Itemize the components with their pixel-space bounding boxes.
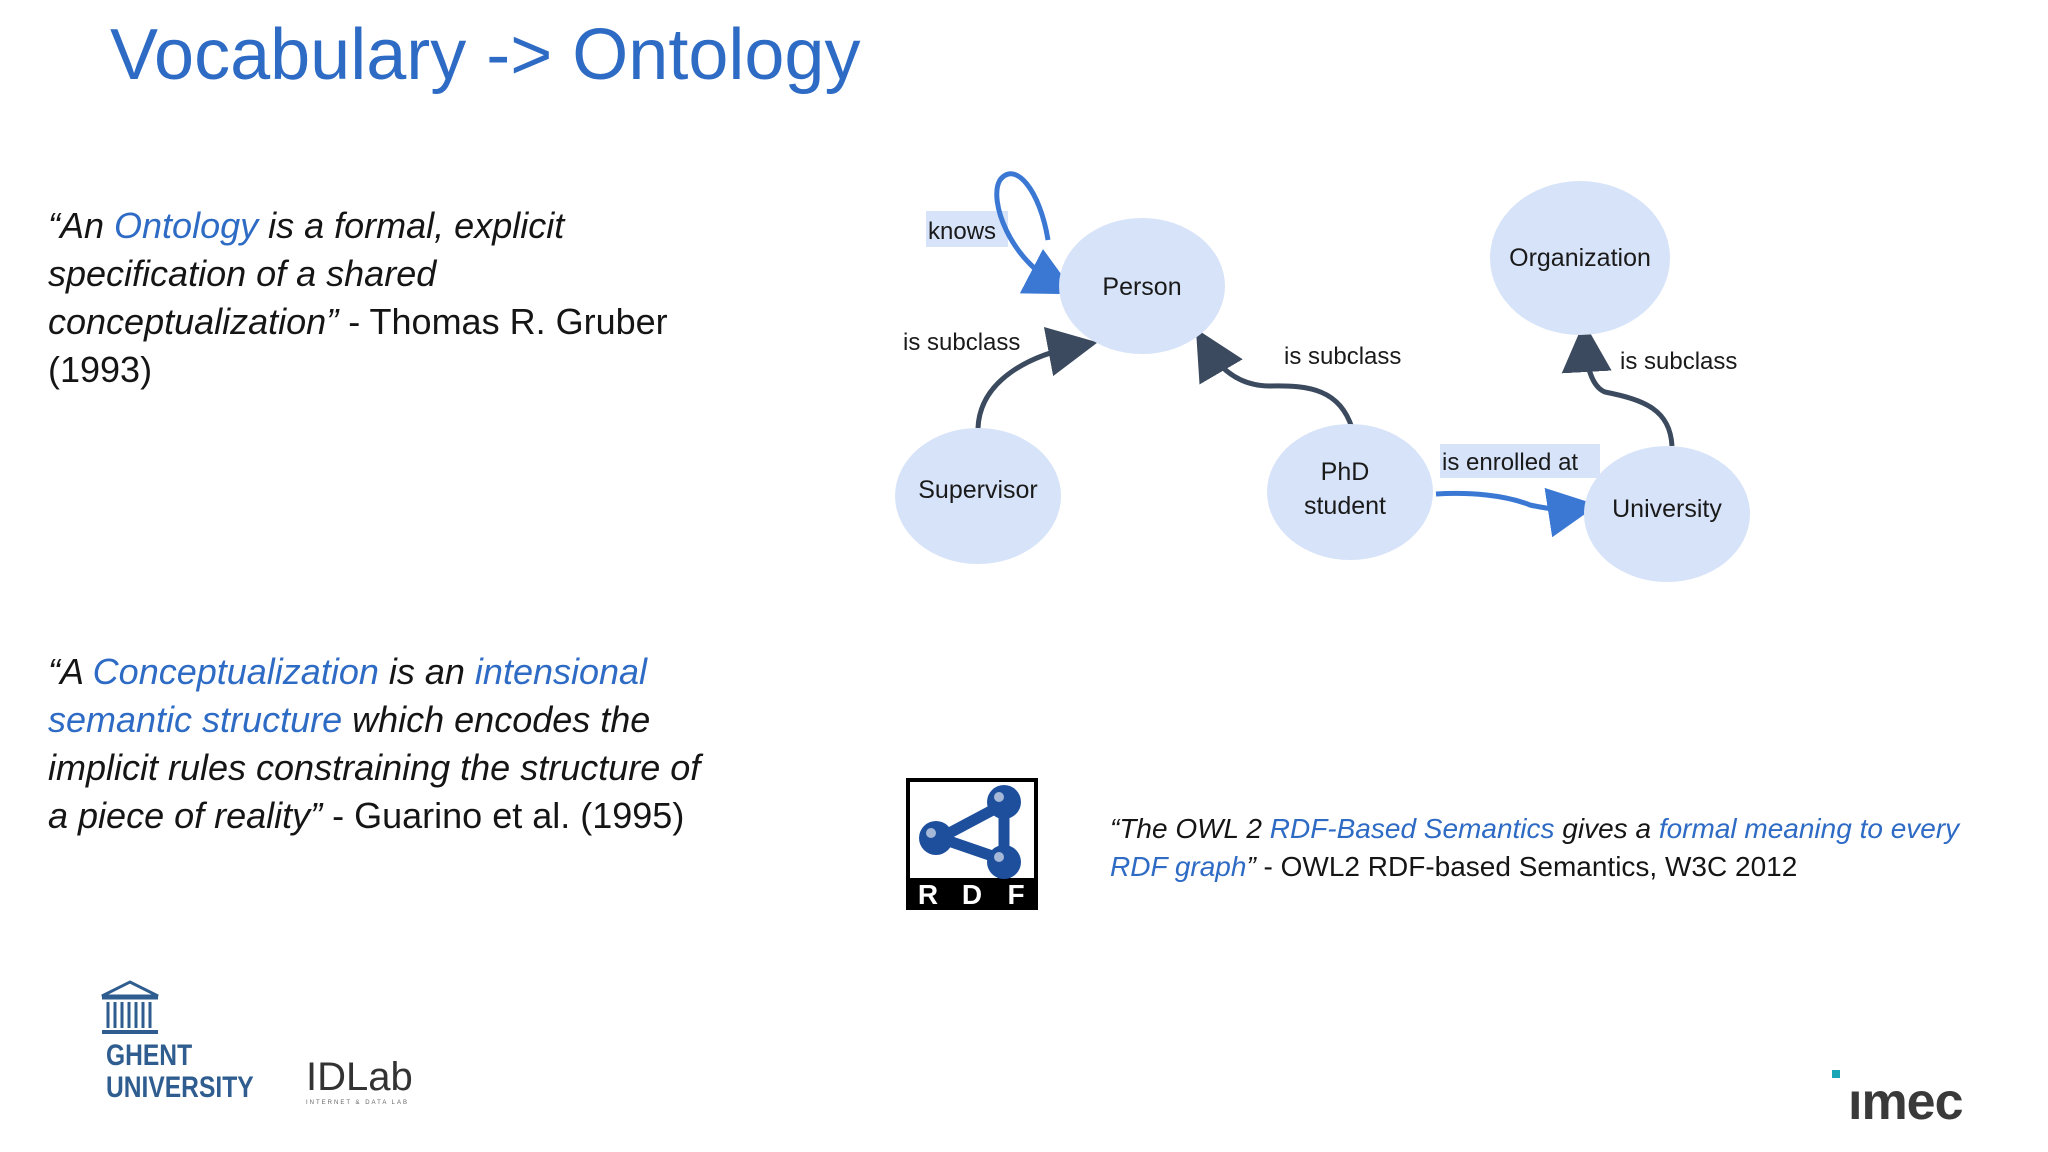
ugent-line-2: UNIVERSITY — [106, 1071, 254, 1104]
idlab-logo: IDLab — [306, 1055, 413, 1099]
owl-quote-source: - OWL2 RDF-based Semantics, W3C 2012 — [1255, 851, 1798, 882]
rdf-semantics-term: RDF-Based Semantics — [1269, 813, 1555, 844]
enrolled-arrow — [1435, 487, 1598, 538]
node-phd-label-2: student — [1304, 492, 1386, 520]
ghent-university-logo-text: GHENT UNIVERSITY — [106, 1040, 254, 1104]
rdf-logo: R D F — [906, 778, 1038, 910]
university-subclass-arrow — [1561, 322, 1675, 447]
gruber-quote: “An Ontology is a formal, explicit speci… — [48, 202, 708, 394]
knows-loop-arrow — [994, 171, 1076, 295]
node-supervisor — [895, 428, 1061, 564]
node-person-label: Person — [1102, 273, 1181, 301]
node-phd-label-1: PhD — [1321, 458, 1370, 486]
node-university — [1584, 446, 1750, 582]
guarino-quote: “A Conceptualization is an intensional s… — [48, 648, 708, 840]
quote-open: “A — [48, 651, 93, 692]
imec-logo: ımec — [1848, 1073, 1964, 1131]
intensional-structure-term: intensional semantic structure — [48, 651, 648, 740]
ghent-university-building-icon — [101, 980, 159, 1034]
node-organization-label: Organization — [1509, 244, 1651, 272]
university-subclass-label: is subclass — [1620, 348, 1737, 375]
knows-label: knows — [928, 218, 996, 245]
owl-quote-mid: gives a — [1554, 813, 1659, 844]
phd-subclass-label: is subclass — [1284, 343, 1401, 370]
quote-mid: is an — [378, 651, 475, 692]
ontology-diagram: Person Organization Supervisor PhD stude… — [895, 171, 1750, 582]
quote-open: “An — [48, 205, 115, 246]
imec-dot-icon — [1832, 1070, 1840, 1078]
node-supervisor-label: Supervisor — [918, 476, 1038, 504]
owl-quote-open: “The OWL 2 — [1110, 813, 1270, 844]
supervisor-subclass-arrow — [975, 326, 1098, 429]
owl-quote-close: ” — [1246, 851, 1256, 882]
supervisor-subclass-label: is subclass — [903, 329, 1020, 356]
rdf-letter-f: F — [1007, 879, 1024, 910]
node-university-label: University — [1612, 495, 1722, 523]
quote-body: is a formal, explicit specification of a… — [48, 205, 565, 342]
ugent-line-1: GHENT — [106, 1039, 193, 1072]
slide-title: Vocabulary -> Ontology — [110, 15, 861, 95]
enrolled-label-bg — [1440, 444, 1600, 478]
owl-quote: “The OWL 2 RDF-Based Semantics gives a f… — [1110, 810, 2010, 886]
quote-author: - Thomas R. Gruber (1993) — [48, 301, 668, 390]
rdf-letter-d: D — [962, 879, 982, 910]
rdf-letter-r: R — [918, 879, 938, 910]
enrolled-label: is enrolled at — [1442, 449, 1578, 476]
node-phd-student — [1267, 424, 1433, 560]
knows-label-bg — [926, 211, 1008, 247]
idlab-subtitle: INTERNET & DATA LAB — [306, 1100, 410, 1106]
formal-meaning-term: formal meaning to every RDF graph — [1110, 813, 1960, 882]
node-person — [1059, 218, 1225, 354]
conceptualization-term: Conceptualization — [92, 651, 379, 692]
phd-subclass-arrow — [1195, 328, 1355, 429]
ontology-term: Ontology — [114, 205, 259, 246]
quote-body: which encodes the implicit rules constra… — [48, 699, 701, 836]
node-organization — [1490, 181, 1670, 335]
quote-author: - Guarino et al. (1995) — [322, 795, 685, 836]
